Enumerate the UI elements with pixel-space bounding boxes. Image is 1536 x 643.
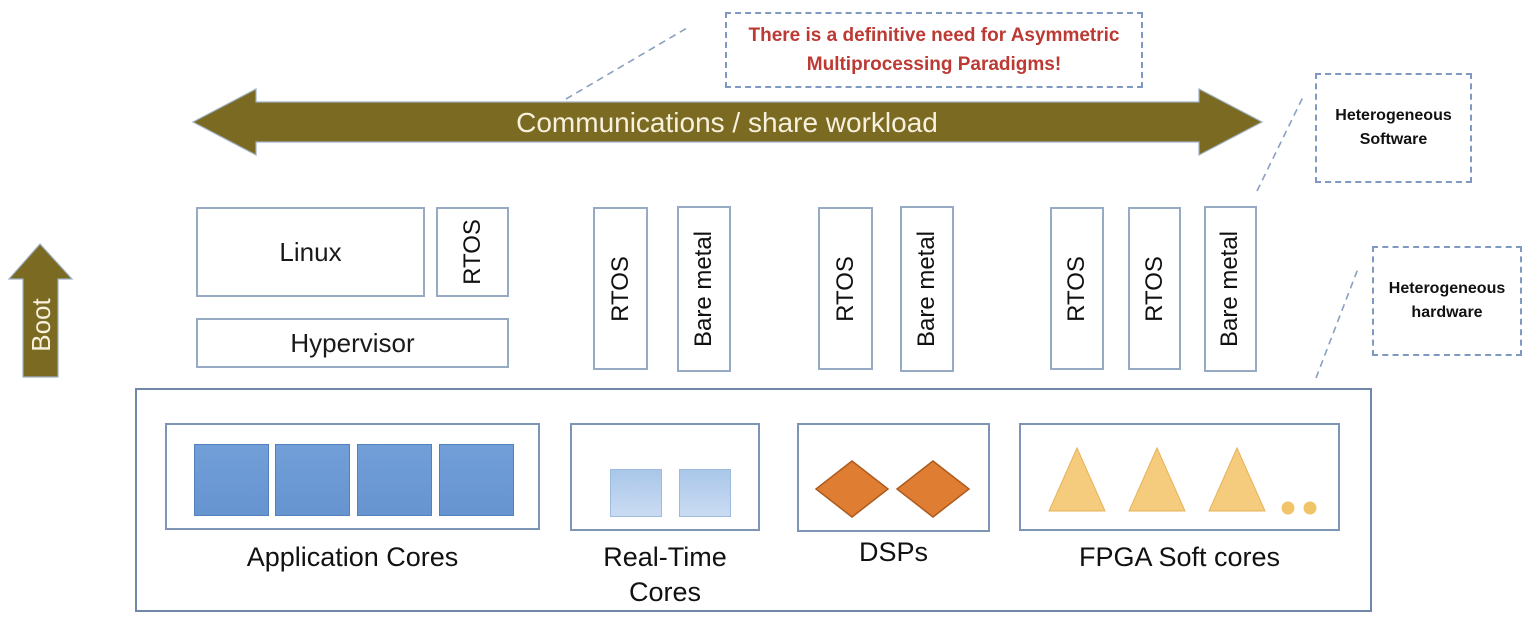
bare-metal-box: Bare metal [1204, 206, 1257, 372]
bare-metal-label: Bare metal [913, 230, 940, 348]
linux-box: Linux [196, 207, 425, 297]
rtos-label: RTOS [1140, 255, 1168, 322]
dsp-diamond-icon [895, 460, 971, 518]
fpga-triangle-icon [1048, 446, 1106, 512]
callout-connector-line [565, 27, 688, 100]
hardware-annotation-connector-line [1315, 265, 1360, 379]
realtime-cores-label: Real-Time Cores [603, 542, 727, 608]
realtime-core-square-icon [610, 469, 662, 517]
application-cores-label: Application Cores [246, 542, 459, 572]
rtos-label: RTOS [606, 255, 634, 322]
heterogeneous-hardware-box: Heterogeneous hardware [1372, 246, 1522, 356]
bare-metal-box: Bare metal [677, 206, 731, 372]
fpga-soft-cores-label: FPGA Soft cores [1078, 542, 1281, 572]
rtos-box: RTOS [593, 207, 648, 370]
bare-metal-label: Bare metal [1216, 230, 1244, 348]
application-core-square-icon [194, 444, 269, 516]
rtos-label: RTOS [1063, 255, 1090, 322]
dsps-box [797, 423, 990, 532]
callout-box: There is a definitive need for Asymmetri… [725, 12, 1143, 88]
realtime-cores-box [570, 423, 760, 531]
rtos-box: RTOS [1128, 207, 1181, 370]
fpga-triangle-icon [1128, 446, 1186, 512]
software-annotation-connector-line [1256, 94, 1305, 192]
bare-metal-label: Bare metal [690, 230, 717, 348]
rtos-box: RTOS [1050, 207, 1104, 370]
realtime-core-square-icon [679, 469, 731, 517]
fpga-dot-icon [1303, 501, 1317, 515]
fpga-box [1019, 423, 1340, 531]
heterogeneous-software-box: Heterogeneous Software [1315, 73, 1472, 183]
rtos-box: RTOS [436, 207, 509, 297]
linux-label: Linux [279, 236, 342, 267]
application-core-square-icon [439, 444, 514, 516]
dsp-diamond-icon [814, 460, 890, 518]
communications-arrow [191, 88, 1264, 156]
application-cores-box [165, 423, 540, 530]
application-core-square-icon [275, 444, 350, 516]
application-core-square-icon [357, 444, 432, 516]
fpga-dot-icon [1281, 501, 1295, 515]
communications-arrow-label: Communications / share workload [516, 107, 938, 138]
fpga-triangle-icon [1208, 446, 1266, 512]
boot-arrow-label: Boot [26, 297, 56, 351]
hypervisor-label: Hypervisor [290, 327, 415, 358]
rtos-label: RTOS [458, 219, 486, 285]
hypervisor-box: Hypervisor [196, 318, 509, 368]
boot-arrow [7, 243, 74, 378]
dsp-shapes [814, 460, 971, 518]
dsps-label: DSPs [858, 537, 929, 567]
rtos-label: RTOS [831, 255, 859, 322]
bare-metal-box: Bare metal [900, 206, 954, 372]
fpga-shapes [1048, 446, 1317, 515]
rtos-box: RTOS [818, 207, 873, 370]
